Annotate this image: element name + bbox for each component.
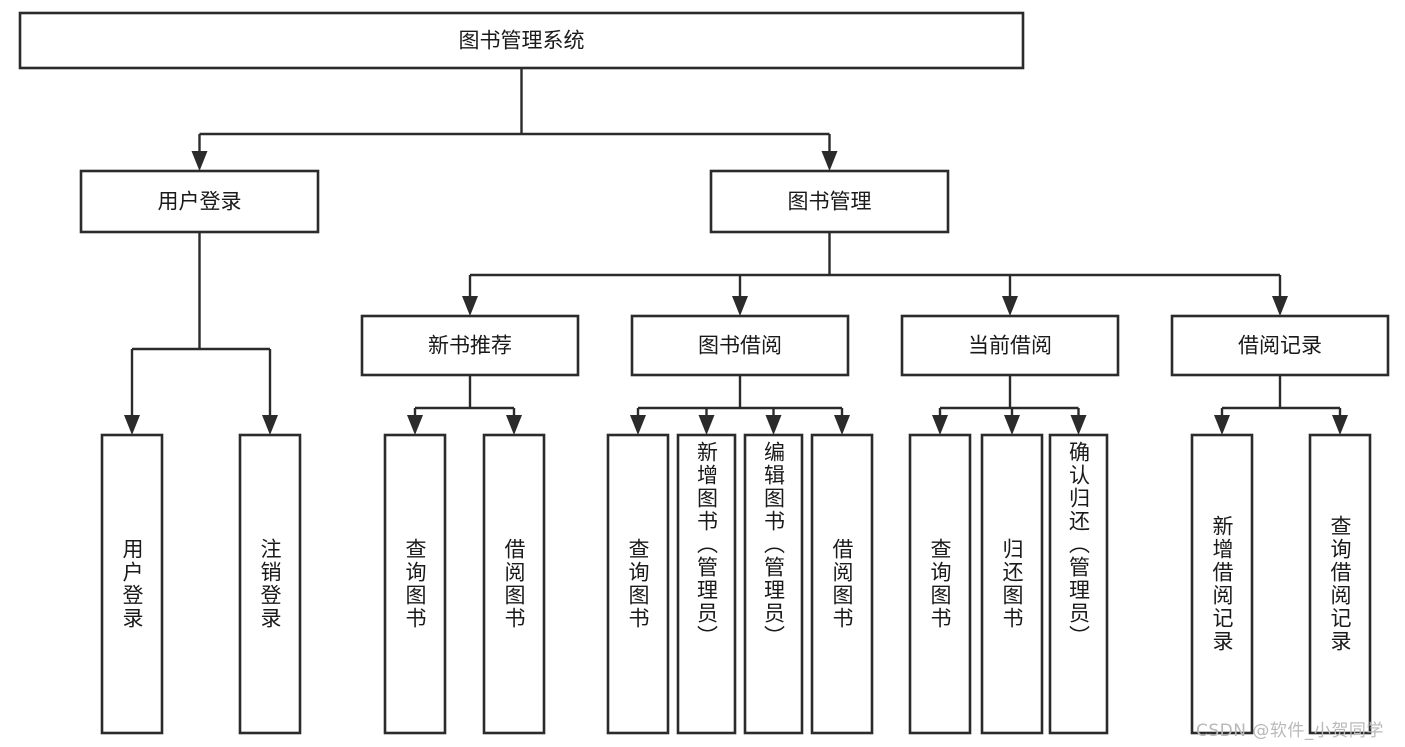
csdn-watermark: CSDN @软件_小贺同学 (1196, 721, 1384, 741)
leaf-node-leaf-rec-query[interactable] (383, 433, 447, 735)
bookborrow-to-leaves-arrow-1 (698, 415, 715, 435)
node-label-borrow-record: 借阅记录 (1238, 334, 1322, 358)
userlogin-to-leaves-arrow-0 (124, 415, 140, 435)
root-to-level2-arrow-0 (191, 151, 208, 171)
node-box-layer (18, 11, 1390, 735)
currentborrow-to-leaves-arrow-2 (1070, 415, 1087, 435)
bookborrow-to-leaves-arrow-0 (630, 415, 646, 435)
leaf-node-leaf-borrow-query[interactable] (606, 433, 670, 735)
leaf-node-leaf-book-edit[interactable] (743, 433, 804, 735)
node-book-manage[interactable] (709, 169, 950, 234)
bookmanage-to-level3-arrow-1 (732, 296, 748, 316)
leaf-node-leaf-book-add[interactable] (676, 433, 737, 735)
userlogin-to-leaves-arrow-1 (262, 415, 278, 435)
leaf-node-leaf-rec-add[interactable] (1190, 433, 1254, 735)
leaf-node-leaf-book-borrow[interactable] (810, 433, 874, 735)
node-current-borrow[interactable] (900, 314, 1120, 377)
bookborrow-to-leaves-arrow-3 (834, 415, 850, 435)
borrowrecord-to-leaves-arrow-0 (1214, 415, 1230, 435)
node-label-book-borrow: 图书借阅 (698, 334, 782, 358)
currentborrow-to-leaves-arrow-0 (932, 415, 948, 435)
borrowrecord-to-leaves-arrow-1 (1332, 415, 1348, 435)
leaf-node-leaf-user-logout[interactable] (238, 433, 302, 735)
leaf-node-leaf-rec-borrow[interactable] (482, 433, 546, 735)
node-label-new-book-rec: 新书推荐 (428, 334, 512, 358)
node-label-user-login: 用户登录 (158, 190, 242, 214)
currentborrow-to-leaves-arrow-1 (1004, 415, 1020, 435)
leaf-node-leaf-cur-confirm[interactable] (1048, 433, 1109, 735)
bookmanage-to-level3-arrow-3 (1272, 296, 1288, 316)
newbook-to-leaves-arrow-0 (407, 415, 423, 435)
leaf-node-leaf-cur-query[interactable] (908, 433, 972, 735)
node-label-book-manage: 图书管理 (788, 190, 872, 214)
bookmanage-to-level3-arrow-0 (462, 296, 478, 316)
node-label-root: 图书管理系统 (459, 29, 585, 53)
node-new-book-rec[interactable] (360, 314, 580, 377)
leaf-node-leaf-cur-return[interactable] (980, 433, 1044, 735)
leaf-node-leaf-rec-query-record[interactable] (1308, 433, 1372, 735)
connector-layer (124, 68, 1348, 435)
newbook-to-leaves-arrow-1 (506, 415, 522, 435)
node-root-root[interactable] (18, 11, 1025, 70)
leaf-node-leaf-user-login[interactable] (100, 433, 164, 735)
node-book-borrow[interactable] (630, 314, 850, 377)
node-label-current-borrow: 当前借阅 (968, 334, 1052, 358)
bookborrow-to-leaves-arrow-2 (765, 415, 782, 435)
node-borrow-record[interactable] (1170, 314, 1390, 377)
node-user-login[interactable] (79, 169, 320, 234)
bookmanage-to-level3-arrow-2 (1002, 296, 1018, 316)
root-to-level2-arrow-1 (821, 151, 838, 171)
